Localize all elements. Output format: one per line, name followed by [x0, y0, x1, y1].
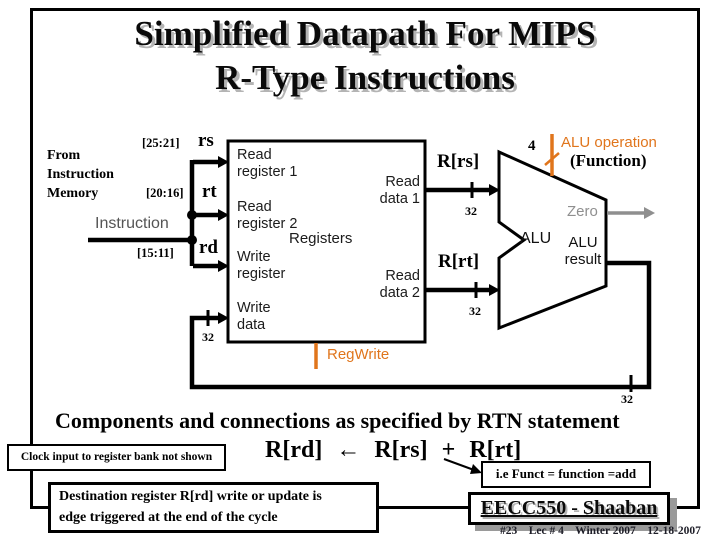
regwrite-label: RegWrite [327, 346, 390, 363]
rs-value-label: R[rs] [437, 151, 480, 172]
read-register2-label: Read register 2 [237, 199, 298, 232]
equation-assign-arrow-icon: ← [336, 437, 361, 463]
equation-src2: R[rt] [469, 437, 522, 463]
write-data-label: Write data [237, 300, 271, 333]
slide-title-line1: Simplified Datapath For MIPS [134, 14, 596, 53]
equation-src1: R[rs] [374, 437, 428, 463]
bus-width-32-rt: 32 [469, 304, 481, 318]
slide-title: Simplified Datapath For MIPS R-Type Inst… [30, 12, 700, 100]
equation-dest: R[rd] [265, 437, 323, 463]
field-bits-rt: [20:16] [146, 186, 184, 200]
bus-width-32-rs: 32 [465, 204, 477, 218]
bus-width-4-label: 4 [528, 138, 536, 154]
registers-label: Registers [289, 230, 353, 247]
rtn-statement-text: Components and connections as specified … [55, 408, 620, 433]
bus-width-32-result: 32 [621, 392, 633, 406]
slide-title-line2: R-Type Instructions [215, 58, 515, 97]
instruction-label: Instruction [95, 215, 169, 232]
clock-note-box: Clock input to register bank not shown [7, 444, 226, 471]
read-data1-label: Read data 1 [379, 174, 420, 207]
from-instruction-memory-label: From Instruction Memory [47, 148, 114, 201]
course-footer-box: EECC550 - Shaaban [468, 492, 670, 525]
rt-value-label: R[rt] [438, 251, 480, 272]
field-bits-rd: [15:11] [137, 246, 174, 260]
field-name-rs: rs [198, 130, 214, 151]
field-name-rt: rt [202, 181, 217, 202]
alu-result-label: ALU result [564, 234, 602, 268]
bus-width-32-writedata: 32 [202, 330, 214, 344]
lecture-info-footer: #23 Lec # 4 Winter 2007 12-18-2007 [500, 525, 701, 537]
funct-note-box: i.e Funct = function =add [481, 461, 651, 488]
rtn-equation: R[rd] ← R[rs] + R[rt] [258, 437, 528, 464]
field-name-rd: rd [199, 237, 218, 258]
field-bits-rs: [25:21] [142, 136, 180, 150]
zero-label: Zero [567, 203, 598, 220]
destination-note-box: Destination register R[rd] write or upda… [48, 482, 379, 533]
alu-label: ALU [520, 230, 552, 247]
equation-operator: + [441, 437, 456, 463]
function-label: (Function) [570, 151, 647, 170]
read-register1-label: Read register 1 [237, 147, 298, 180]
read-data2-label: Read data 2 [379, 268, 420, 301]
alu-operation-label: ALU operation [561, 134, 657, 151]
write-register-label: Write register [237, 249, 286, 282]
